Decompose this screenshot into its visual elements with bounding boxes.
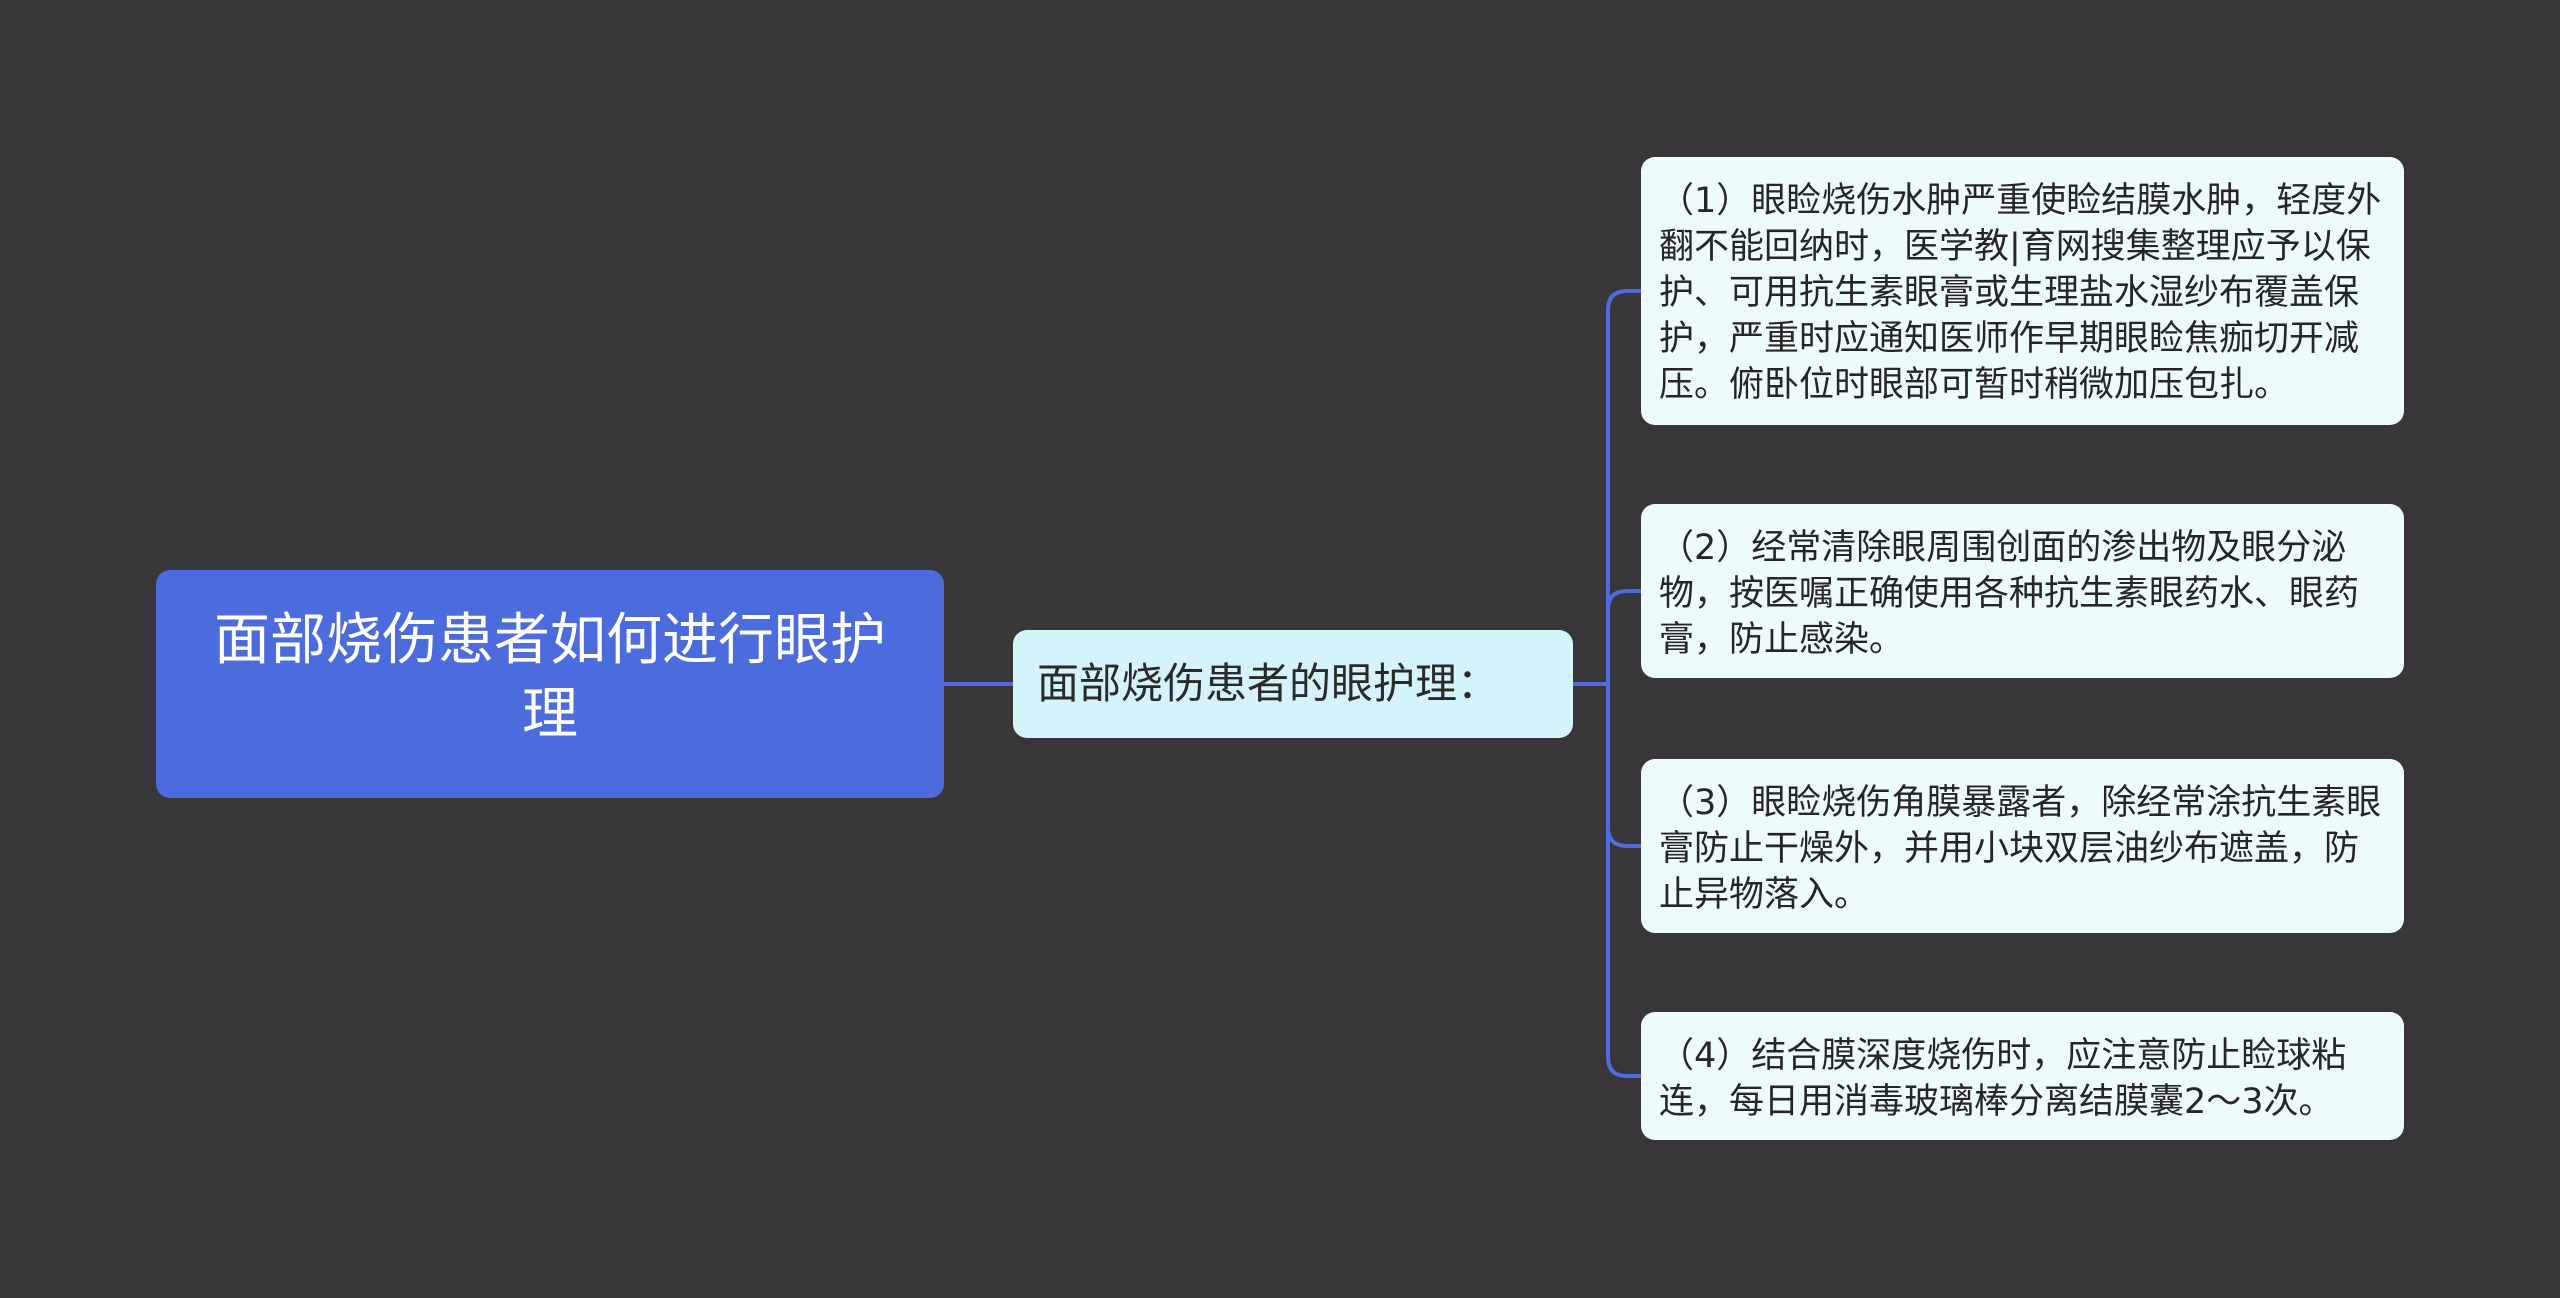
branch-topic-node[interactable]: 面部烧伤患者的眼护理：	[1013, 630, 1573, 738]
root-topic-text: 面部烧伤患者如何进行眼护理	[214, 608, 886, 747]
connector-branch-to-leaf-3	[1606, 684, 1641, 848]
leaf-topic-text-1: （1）眼睑烧伤水肿严重使睑结膜水肿，轻度外翻不能回纳时，医学教|育网搜集整理应予…	[1659, 181, 2382, 405]
leaf-topic-node-1[interactable]: （1）眼睑烧伤水肿严重使睑结膜水肿，轻度外翻不能回纳时，医学教|育网搜集整理应予…	[1641, 157, 2404, 425]
leaf-topic-node-3[interactable]: （3）眼睑烧伤角膜暴露者，除经常涂抗生素眼膏防止干燥外，并用小块双层油纱布遮盖，…	[1641, 759, 2404, 933]
leaf-topic-node-2[interactable]: （2）经常清除眼周围创面的渗出物及眼分泌物，按医嘱正确使用各种抗生素眼药水、眼药…	[1641, 504, 2404, 678]
connector-branch-to-leaf-1	[1606, 289, 1641, 684]
root-topic-node[interactable]: 面部烧伤患者如何进行眼护理	[156, 570, 944, 798]
connector-branch-to-leaf-2	[1606, 589, 1641, 684]
branch-topic-text: 面部烧伤患者的眼护理：	[1037, 659, 1500, 708]
leaf-topic-text-4: （4）结合膜深度烧伤时，应注意防止睑球粘连，每日用消毒玻璃棒分离结膜囊2～3次。	[1659, 1036, 2347, 1122]
leaf-topic-text-3: （3）眼睑烧伤角膜暴露者，除经常涂抗生素眼膏防止干燥外，并用小块双层油纱布遮盖，…	[1659, 783, 2382, 915]
leaf-topic-text-2: （2）经常清除眼周围创面的渗出物及眼分泌物，按医嘱正确使用各种抗生素眼药水、眼药…	[1659, 528, 2360, 660]
connector-branch-to-leaf-4	[1606, 684, 1641, 1078]
leaf-topic-node-4[interactable]: （4）结合膜深度烧伤时，应注意防止睑球粘连，每日用消毒玻璃棒分离结膜囊2～3次。	[1641, 1012, 2404, 1140]
